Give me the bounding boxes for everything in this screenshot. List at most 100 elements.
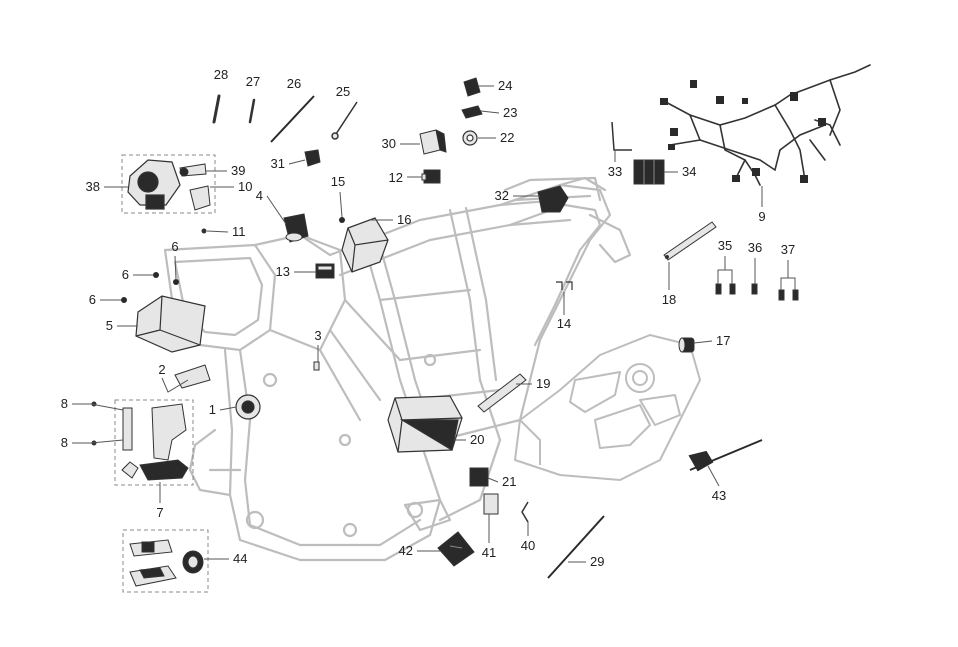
callout-number: 44 — [233, 551, 247, 566]
leader-line — [219, 406, 237, 411]
part-throttle-body-38 — [127, 159, 181, 210]
callout-6: 6 — [89, 292, 121, 307]
part-clip-23 — [461, 105, 483, 119]
callout-number: 43 — [712, 488, 726, 503]
callout-number: 22 — [500, 130, 514, 145]
callout-3: 3 — [314, 328, 322, 362]
callout-16: 16 — [370, 212, 411, 227]
group-boxes — [114, 154, 216, 593]
callout-14: 14 — [557, 292, 571, 331]
callout-number: 13 — [276, 264, 290, 279]
callout-21: 21 — [487, 474, 516, 489]
callout-number: 36 — [748, 240, 762, 255]
part-pad-41 — [483, 493, 499, 515]
callout-number: 17 — [716, 333, 730, 348]
callout-number: 8 — [61, 435, 68, 450]
callout-number: 20 — [470, 432, 484, 447]
part-box-16 — [341, 217, 389, 273]
leader-line — [487, 477, 499, 483]
part-bolt-15 — [339, 217, 345, 223]
callout-number: 25 — [336, 84, 350, 99]
callout-5: 5 — [106, 318, 138, 333]
part-grommet-22 — [462, 130, 478, 146]
callout-12: 12 — [389, 170, 422, 185]
callout-number: 41 — [482, 545, 496, 560]
part-clip-40 — [521, 501, 529, 523]
part-switch-31 — [304, 149, 321, 167]
callout-number: 30 — [382, 136, 396, 151]
part-cable-43 — [688, 439, 763, 472]
callout-38: 38 — [86, 179, 128, 194]
leader-line — [788, 277, 796, 290]
callout-30: 30 — [382, 136, 420, 151]
callout-number: 35 — [718, 238, 732, 253]
callout-number: 19 — [536, 376, 550, 391]
group-box-7 — [114, 399, 194, 486]
callout-44: 44 — [204, 551, 247, 566]
part-fuses-35-36-37 — [715, 283, 799, 301]
callout-2: 2 — [158, 362, 189, 393]
callout-number: 1 — [209, 402, 216, 417]
callout-26: 26 — [287, 76, 301, 91]
callout-34: 34 — [664, 164, 696, 179]
callout-number: 2 — [158, 362, 165, 377]
callout-number: 42 — [399, 543, 413, 558]
callout-29: 29 — [568, 554, 604, 569]
part-clip-10 — [189, 185, 211, 211]
part-bracket-33 — [611, 121, 632, 151]
callout-6: 6 — [171, 239, 179, 281]
callout-7: 7 — [156, 482, 164, 520]
callout-28: 28 — [214, 67, 228, 82]
group-box-44 — [122, 529, 209, 593]
callout-number: 11 — [232, 224, 246, 239]
callout-labels: 1234566678891011121314151617181920212223… — [61, 67, 796, 569]
callout-18: 18 — [662, 262, 676, 307]
leader-line — [480, 110, 500, 114]
callout-9: 9 — [758, 186, 766, 224]
callout-number: 40 — [521, 538, 535, 553]
callout-number: 24 — [498, 78, 512, 93]
callout-1: 1 — [209, 402, 237, 417]
callout-number: 18 — [662, 292, 676, 307]
leader-line — [707, 465, 720, 487]
part-ecu-5 — [135, 295, 206, 353]
callout-number: 28 — [214, 67, 228, 82]
leader-line — [288, 159, 306, 165]
callout-19: 19 — [516, 376, 550, 391]
callout-23: 23 — [480, 105, 517, 120]
callout-number: 29 — [590, 554, 604, 569]
part-bolt-28 — [212, 94, 221, 124]
callout-number: 6 — [122, 267, 129, 282]
leader-line — [725, 269, 733, 284]
callout-number: 34 — [682, 164, 696, 179]
callout-11: 11 — [206, 224, 246, 239]
callout-number: 4 — [256, 188, 263, 203]
callout-number: 9 — [758, 209, 765, 224]
callout-number: 8 — [61, 396, 68, 411]
part-relay-21 — [469, 467, 489, 487]
callout-number: 26 — [287, 76, 301, 91]
callout-8: 8 — [61, 396, 124, 411]
leader-line — [693, 340, 713, 344]
callout-number: 16 — [397, 212, 411, 227]
callout-40: 40 — [521, 522, 535, 553]
callout-37: 37 — [780, 242, 796, 290]
callout-13: 13 — [276, 264, 316, 279]
callout-10: 10 — [210, 179, 252, 194]
leader-line — [266, 195, 287, 225]
callout-number: 32 — [495, 188, 509, 203]
callout-33: 33 — [608, 150, 622, 179]
callout-27: 27 — [246, 74, 260, 89]
callout-24: 24 — [479, 78, 512, 93]
callout-number: 39 — [231, 163, 245, 178]
leader-line — [717, 256, 726, 284]
part-housing-44 — [129, 539, 204, 587]
callout-number: 6 — [171, 239, 178, 254]
part-connector-13 — [315, 263, 335, 279]
callout-number: 27 — [246, 74, 260, 89]
part-horn — [235, 394, 261, 420]
part-pin-27 — [248, 98, 256, 124]
part-wiring-harness-9 — [661, 64, 871, 186]
